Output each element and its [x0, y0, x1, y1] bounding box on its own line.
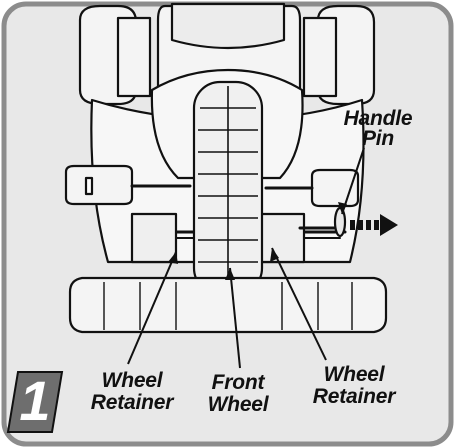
leader-lines: [127, 147, 365, 369]
front-wheel-part: [192, 80, 264, 296]
label-front-wheel-line1: Front: [211, 371, 265, 394]
leader-handle-pin: [341, 147, 365, 215]
left-pedal: [64, 164, 134, 206]
front-bumper: [68, 276, 388, 334]
leader-front-wheel: [229, 267, 241, 369]
right-rear-wheel-hub: [302, 16, 338, 98]
leader-left-retainer: [127, 251, 177, 365]
label-left-retainer-line1: Wheel: [101, 369, 163, 392]
seat-back: [170, 2, 286, 50]
left-pedal-slot: [84, 176, 94, 196]
pull-direction-arrow: [350, 214, 398, 236]
label-right-retainer-line1: Wheel: [323, 363, 385, 386]
step-badge-shape: [6, 371, 64, 433]
label-front-wheel-line2: Wheel: [207, 393, 269, 416]
label-handle-pin-line2: Pin: [361, 127, 395, 150]
label-left-retainer-line2: Retainer: [90, 391, 174, 414]
right-pedal: [310, 168, 360, 208]
leader-right-retainer: [271, 247, 327, 361]
right-wheel-retainer-part: [256, 212, 306, 264]
left-rear-wheel-hub: [116, 16, 152, 98]
step-number: 1: [19, 369, 51, 432]
leader-arrowheads: [168, 202, 347, 280]
label-right-retainer-line2: Retainer: [312, 385, 396, 408]
left-wheel-retainer-part: [130, 212, 178, 264]
label-handle-pin-line1: Handle: [343, 107, 413, 130]
